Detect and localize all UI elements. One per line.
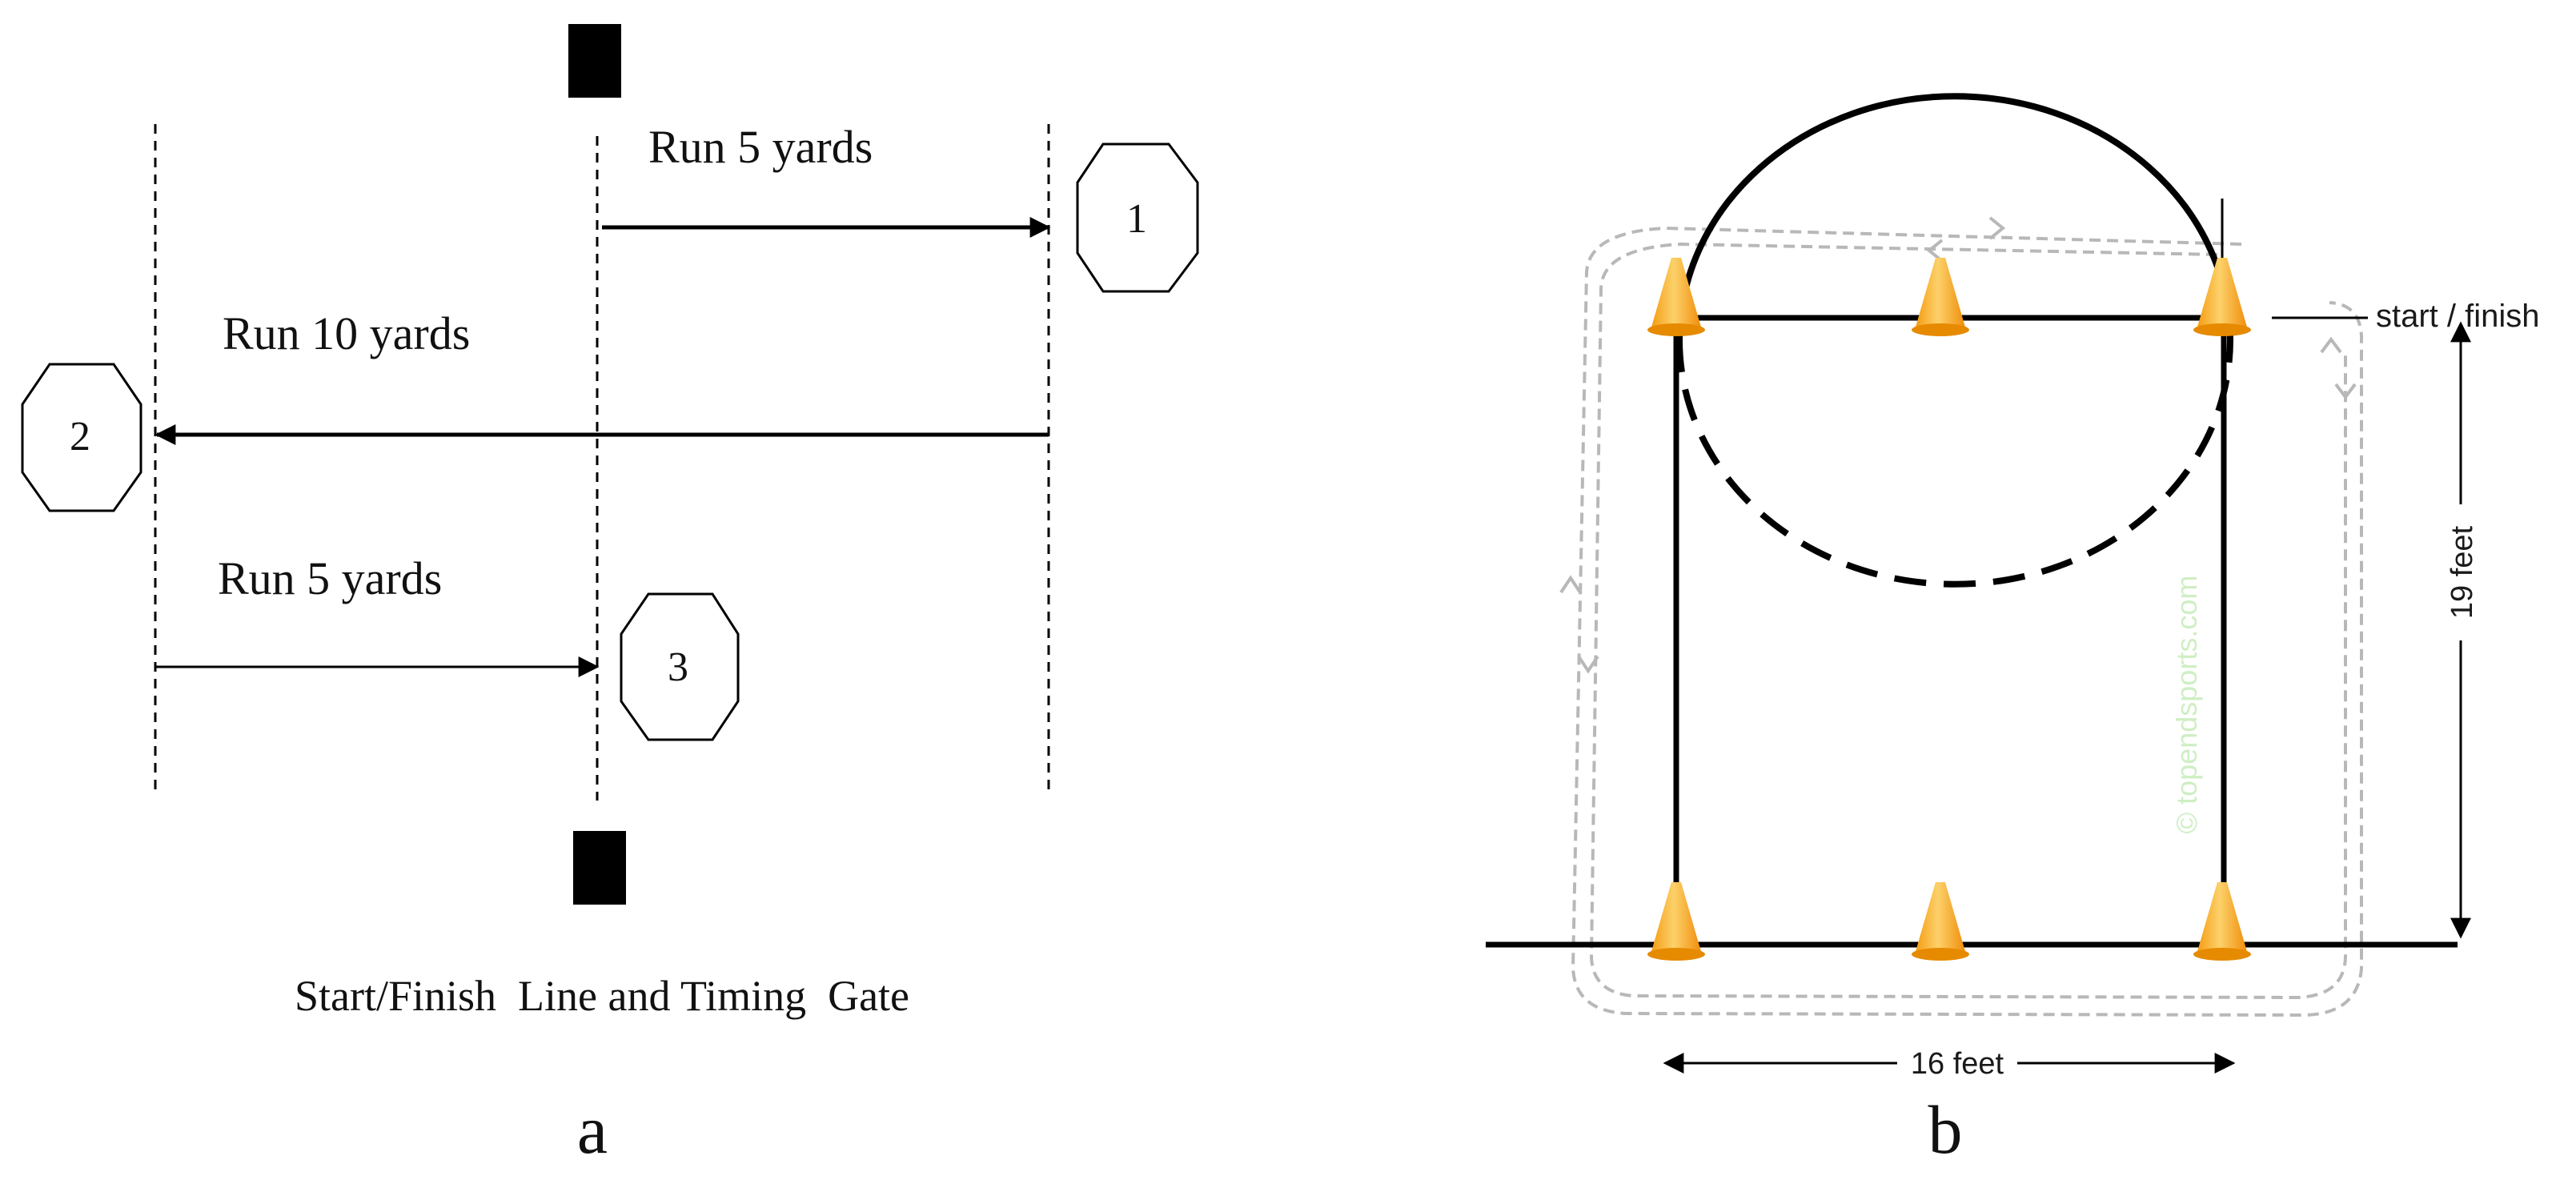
cone-bottom-middle-base [1912, 948, 1969, 961]
panel-a: Run 5 yards Run 10 yards Run 5 yards 1 2… [21, 24, 1199, 1168]
chevron-left-icon [1926, 239, 1944, 263]
cone-bottom-right [2193, 882, 2251, 961]
gate-caption: Start/Finish Line and Timing Gate [295, 972, 909, 1020]
running-path-outer [1571, 226, 2363, 1017]
marker-2-number: 2 [70, 414, 90, 460]
timing-gate-bottom [573, 831, 626, 905]
chevron-right-icon [1988, 216, 2006, 240]
chevron-up-icon [1559, 575, 1582, 594]
cone-top-right-base [2193, 323, 2251, 336]
watermark: © topendsports.com [2170, 576, 2203, 834]
chevron-down-icon-right [2334, 383, 2357, 400]
panel-b: start / finish 19 feet 16 feet © topends… [1486, 93, 2540, 1168]
running-path-inner [1589, 242, 2347, 1000]
cone-bottom-middle [1912, 882, 1969, 961]
cone-top-middle-shape [1915, 258, 1966, 335]
run-1-label: Run 5 yards [648, 121, 873, 173]
cone-top-right [2193, 258, 2251, 336]
cones [1647, 258, 2251, 961]
cone-bottom-left-shape [1651, 882, 1702, 959]
marker-3-number: 3 [668, 644, 688, 690]
start-finish-label: start / finish [2376, 299, 2540, 334]
cone-top-left-base [1647, 323, 1705, 336]
cone-top-left-shape [1651, 258, 1702, 335]
marker-2: 2 [21, 363, 142, 512]
panel-b-letter: b [1928, 1091, 1963, 1168]
marker-1-octagon [1076, 142, 1199, 293]
run-3-label: Run 5 yards [218, 552, 442, 604]
circle-bottom-half [1676, 339, 2233, 588]
chevron-down-icon [1577, 655, 1599, 674]
cone-bottom-left-base [1647, 948, 1705, 961]
cone-bottom-left [1647, 882, 1705, 961]
chevron-up-icon-right [2320, 336, 2342, 354]
cone-top-middle [1912, 258, 1969, 336]
marker-2-octagon [21, 363, 142, 512]
marker-1-number: 1 [1126, 196, 1147, 242]
cone-top-middle-base [1912, 323, 1969, 336]
path-chevrons [1559, 216, 2357, 674]
height-label: 19 feet [2446, 525, 2479, 619]
marker-3: 3 [620, 592, 740, 741]
circle-top-half [1676, 93, 2233, 341]
cone-top-right-shape [2197, 258, 2248, 335]
cone-bottom-right-shape [2197, 882, 2248, 959]
width-label: 16 feet [1911, 1047, 2004, 1081]
marker-1: 1 [1076, 142, 1199, 293]
cone-bottom-right-base [2193, 948, 2251, 961]
cone-bottom-middle-shape [1915, 882, 1966, 959]
cone-top-left [1647, 258, 1705, 336]
panel-a-letter: a [577, 1091, 608, 1168]
marker-3-octagon [620, 592, 740, 741]
run-2-label: Run 10 yards [223, 307, 470, 359]
timing-gate-top [568, 24, 621, 98]
